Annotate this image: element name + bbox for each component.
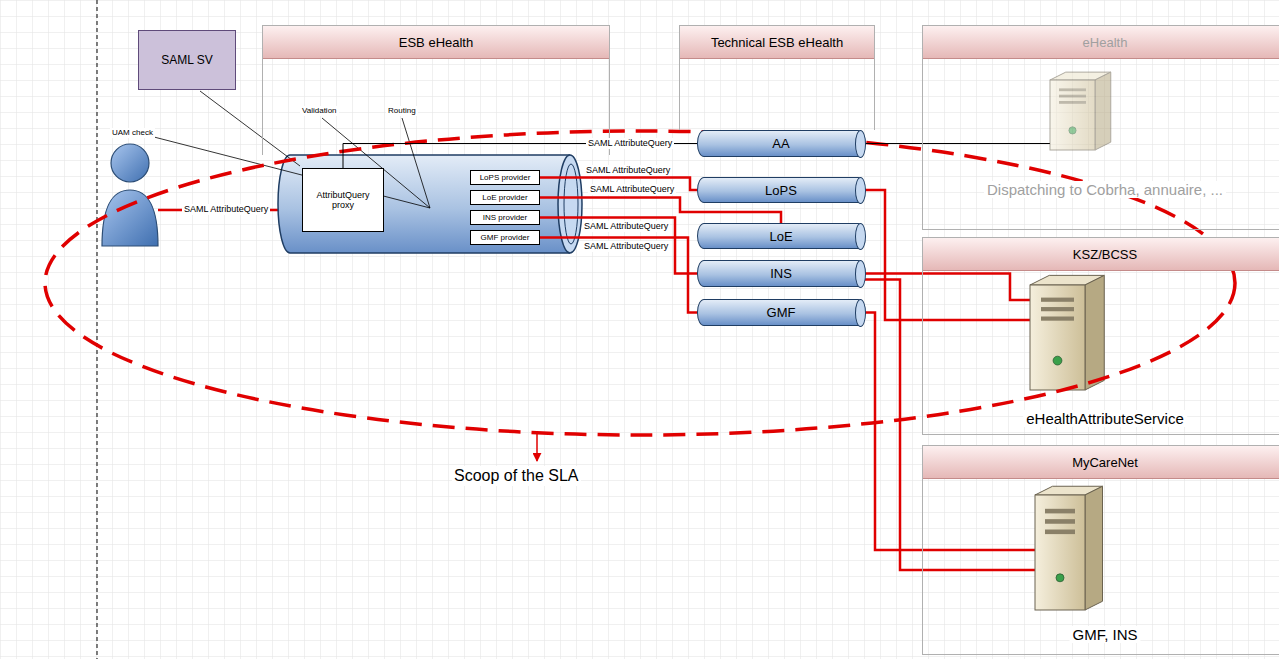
node-text: AttributQuery proxy bbox=[306, 190, 380, 210]
connector bbox=[865, 272, 922, 275]
esb-cylinder bbox=[278, 155, 582, 253]
leader-line bbox=[200, 91, 300, 166]
header-text: MyCareNet bbox=[923, 446, 1279, 479]
cylinder-opening bbox=[564, 164, 578, 244]
server-front bbox=[1050, 80, 1095, 150]
connector bbox=[865, 280, 922, 571]
service-tube: AA bbox=[697, 130, 865, 157]
step-label: Validation bbox=[300, 106, 339, 116]
service-tube: GMF bbox=[697, 299, 865, 326]
message-label: SAML AttributeQuery bbox=[182, 204, 270, 215]
server-led bbox=[1069, 127, 1076, 134]
connector bbox=[540, 238, 697, 313]
service-box: SAML SV bbox=[138, 30, 236, 90]
node-text: INS bbox=[770, 266, 792, 281]
service-tube: LoPS bbox=[697, 177, 865, 203]
server-slot bbox=[1041, 307, 1074, 311]
node-text: LoE bbox=[769, 229, 792, 244]
provider-box: LoPS provider bbox=[470, 170, 540, 185]
node-text: INS provider bbox=[483, 213, 527, 222]
wire bbox=[922, 319, 1030, 322]
server-icon bbox=[1030, 275, 1104, 390]
server-front bbox=[1035, 495, 1085, 610]
header-text: KSZ/BCSS bbox=[923, 238, 1279, 271]
boundary-line bbox=[97, 0, 98, 659]
header-text: ESB eHealth bbox=[263, 26, 609, 59]
scope-arrow bbox=[536, 434, 538, 461]
inner-wires bbox=[922, 274, 1035, 571]
leader-line bbox=[402, 118, 430, 208]
server-slot bbox=[1045, 509, 1075, 514]
server-led bbox=[1053, 356, 1062, 365]
edge-label: SAML AttributeQuery bbox=[582, 221, 670, 232]
wire bbox=[922, 274, 1030, 301]
cylinder-body bbox=[278, 155, 570, 253]
server-front bbox=[1030, 285, 1085, 390]
edge-label: SAML AttributeQuery bbox=[588, 184, 676, 195]
zone-box: AALoPSLoEINSGMFTechnical ESB eHealth bbox=[679, 25, 875, 130]
server-icon bbox=[1050, 72, 1111, 150]
server-slot bbox=[1059, 88, 1086, 91]
connector bbox=[865, 313, 922, 551]
wire bbox=[922, 569, 1035, 572]
zone-box: AttributQuery proxyLoPS providerLoE prov… bbox=[262, 25, 610, 155]
person-icon bbox=[102, 144, 158, 246]
service-tube: LoE bbox=[697, 223, 865, 249]
wire bbox=[922, 549, 1035, 552]
body-text: Dispatching to Cobrha, annuaire, ... bbox=[984, 181, 1226, 198]
node-text: AA bbox=[772, 136, 789, 151]
service-tube: INS bbox=[697, 260, 865, 287]
servers bbox=[1030, 72, 1111, 610]
scope-label: Scoop of the SLA bbox=[452, 466, 581, 486]
node-text: SAML SV bbox=[161, 53, 213, 67]
node-text: LoPS bbox=[765, 183, 797, 198]
edge-label: SAML AttributeQuery bbox=[584, 165, 672, 176]
server-slot bbox=[1041, 298, 1074, 302]
server-slot bbox=[1059, 101, 1086, 104]
server-icon bbox=[1035, 486, 1103, 610]
system-box: MyCareNetGMF, INS bbox=[922, 445, 1279, 655]
step-label: UAM check bbox=[110, 128, 155, 138]
node-text: LoE provider bbox=[482, 193, 527, 202]
server-side bbox=[1085, 486, 1103, 610]
provider-box: LoE provider bbox=[470, 190, 540, 205]
node-text: GMF bbox=[767, 305, 796, 320]
edge-label: SAML AttributeQuery bbox=[582, 241, 670, 252]
sla-scope-ellipse bbox=[45, 131, 1235, 435]
connector bbox=[540, 218, 697, 274]
header-text: Technical ESB eHealth bbox=[680, 26, 874, 59]
leader-line bbox=[154, 137, 430, 208]
system-box: KSZ/BCSS eHealthAttributeService bbox=[922, 237, 1279, 435]
provider-box: GMF provider bbox=[470, 230, 540, 245]
header-text: eHealth bbox=[923, 26, 1279, 59]
server-side bbox=[1085, 275, 1104, 390]
wire bbox=[922, 143, 1050, 144]
proxy-box: AttributQuery proxy bbox=[302, 168, 384, 232]
provider-box: INS provider bbox=[470, 210, 540, 225]
leader-lines bbox=[154, 91, 430, 208]
body-text: GMF, INS bbox=[1069, 626, 1140, 643]
server-led bbox=[1056, 574, 1064, 582]
node-text: GMF provider bbox=[481, 233, 530, 242]
system-box: eHealthDispatching to Cobrha, annuaire, … bbox=[922, 25, 1279, 230]
node-text: LoPS provider bbox=[480, 173, 531, 182]
connector bbox=[865, 190, 922, 320]
step-label: Routing bbox=[386, 106, 418, 116]
edge-label: SAML AttributeQuery bbox=[586, 138, 674, 149]
connector bbox=[865, 143, 922, 144]
server-slot bbox=[1045, 519, 1075, 524]
server-slot bbox=[1045, 530, 1075, 535]
person-head bbox=[111, 144, 149, 182]
body-text: eHealthAttributeService bbox=[1023, 410, 1187, 427]
server-slot bbox=[1041, 317, 1074, 321]
server-side bbox=[1095, 72, 1111, 150]
server-slot bbox=[1059, 95, 1086, 98]
